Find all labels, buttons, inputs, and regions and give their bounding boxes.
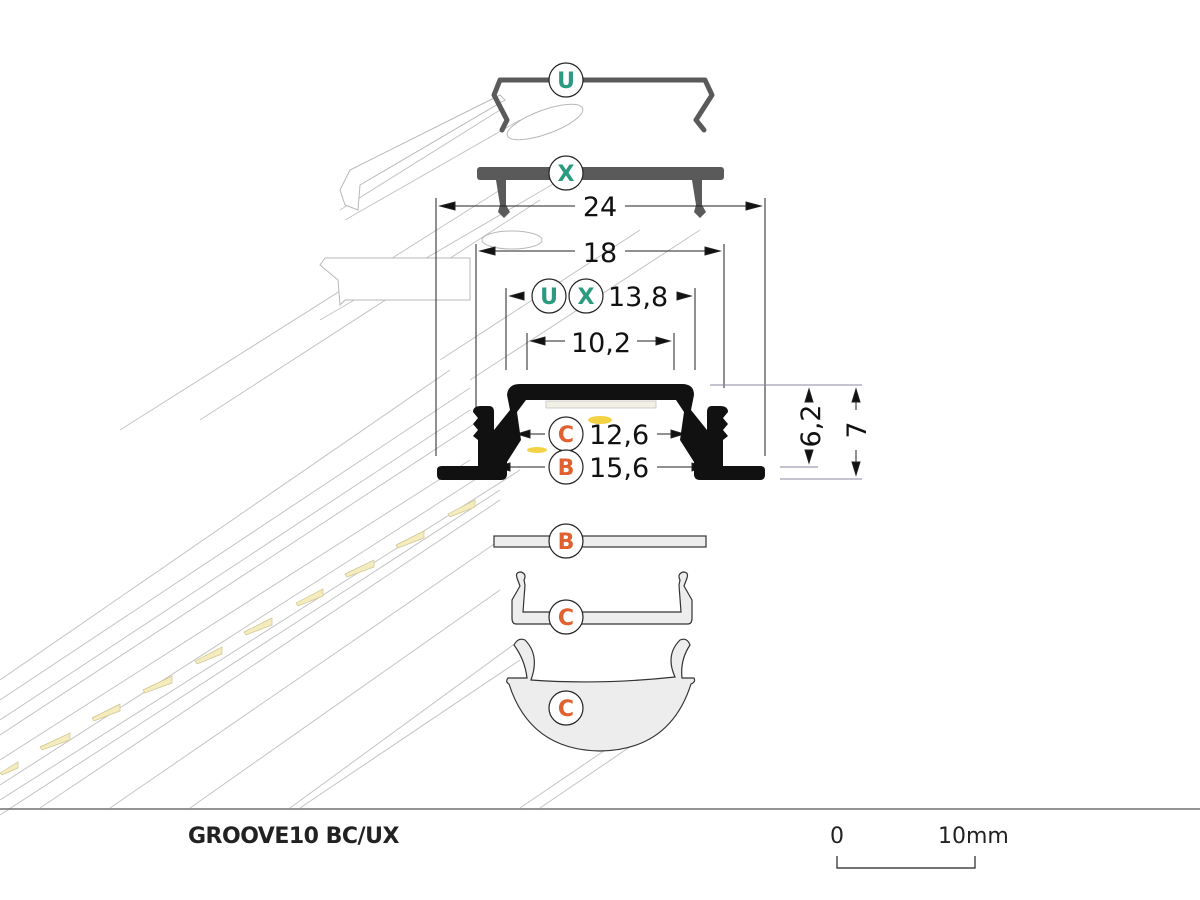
badge-u-dim: U [531,278,567,314]
dim-10-2: 10,2 [571,328,631,359]
u-clip-profile [491,77,715,133]
groove10-profile [437,384,765,480]
svg-text:C: C [558,606,574,631]
badge-b-dim: B [548,449,584,485]
svg-text:C: C [558,697,574,722]
ghost-profiles [319,94,584,307]
c-diffuser-profile [506,638,696,752]
dim-18: 18 [583,238,617,269]
c-cover-profile [511,571,693,625]
badge-b-cover: B [548,523,584,559]
dim-24: 24 [583,192,617,223]
dim-7: 7 [842,421,873,438]
b-cover-profile [493,535,707,548]
dim-13-8: 13,8 [608,282,668,313]
led-strip-chips [0,499,476,776]
svg-text:B: B [558,456,575,481]
dim-12-6: 12,6 [589,420,649,451]
x-cover-profile [477,167,724,218]
led-strip-section [527,400,657,453]
svg-text:C: C [558,423,574,448]
scale-start-label: 0 [830,824,844,849]
dim-6-2: 6,2 [796,405,827,448]
badge-c-diffuser: C [548,690,584,726]
scale-end-label: 10mm [938,824,1009,849]
scale-bar [836,856,976,869]
dim-15-6: 15,6 [589,453,649,484]
svg-text:B: B [558,530,575,555]
svg-text:X: X [558,162,575,187]
badge-u-top: U [548,62,584,98]
svg-text:X: X [578,285,595,310]
badge-c-cover: C [548,599,584,635]
svg-text:U: U [557,69,575,94]
product-title: GROOVE10 BC/UX [188,824,399,849]
svg-text:U: U [540,285,558,310]
badge-c-dim: C [548,416,584,452]
dimension-lines [435,198,862,480]
badge-x-top: X [548,155,584,191]
badge-x-dim: X [568,278,604,314]
